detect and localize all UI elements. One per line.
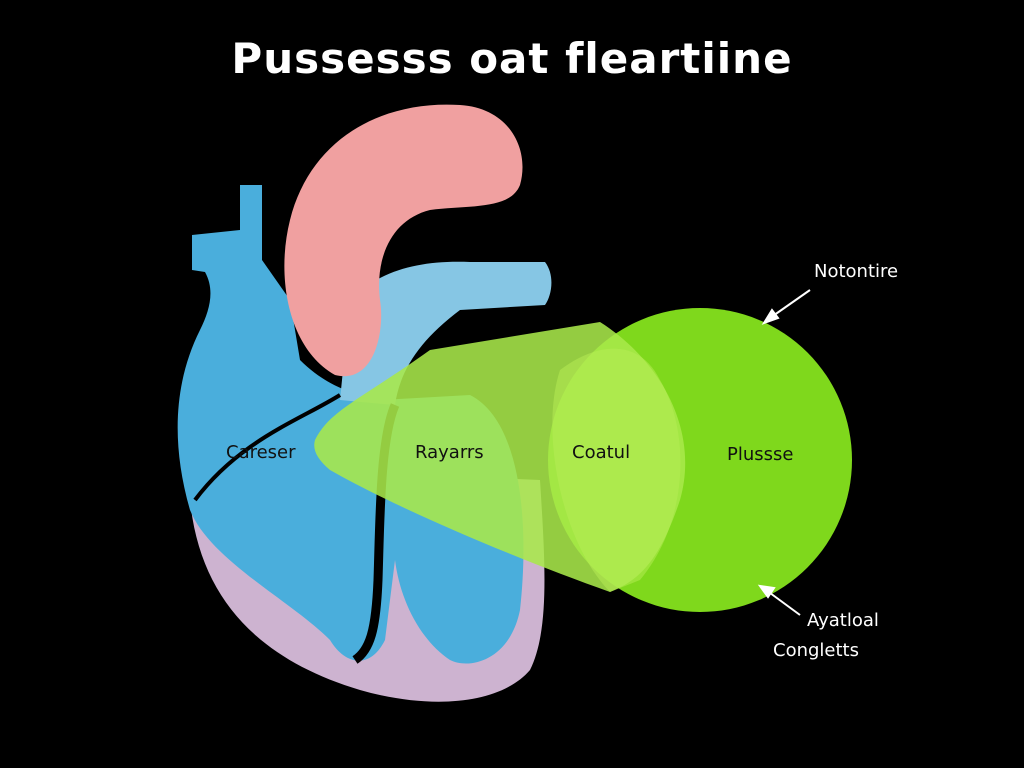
annotation-ayatloal-congletts: Ayatloal Congletts [773,606,879,666]
pink-aortic-arch [284,104,523,377]
label-coatul: Coatul [572,442,631,463]
annotation-line-2: Congletts [773,640,859,661]
label-plussse: Plussse [727,444,794,465]
annotation-notontire: Notontire [814,261,899,282]
overlap-region [552,348,681,592]
arrow-ayatloal [757,584,801,616]
arrow-notontire [761,289,811,325]
label-careser: Careser [226,442,296,463]
annotation-line-1: Ayatloal [807,610,879,631]
label-rayarrs: Rayarrs [415,442,484,463]
light-blue-vessel [340,261,552,405]
diagram-title: Pussesss oat fleartiine [231,34,793,83]
septum-line-2 [193,393,342,502]
